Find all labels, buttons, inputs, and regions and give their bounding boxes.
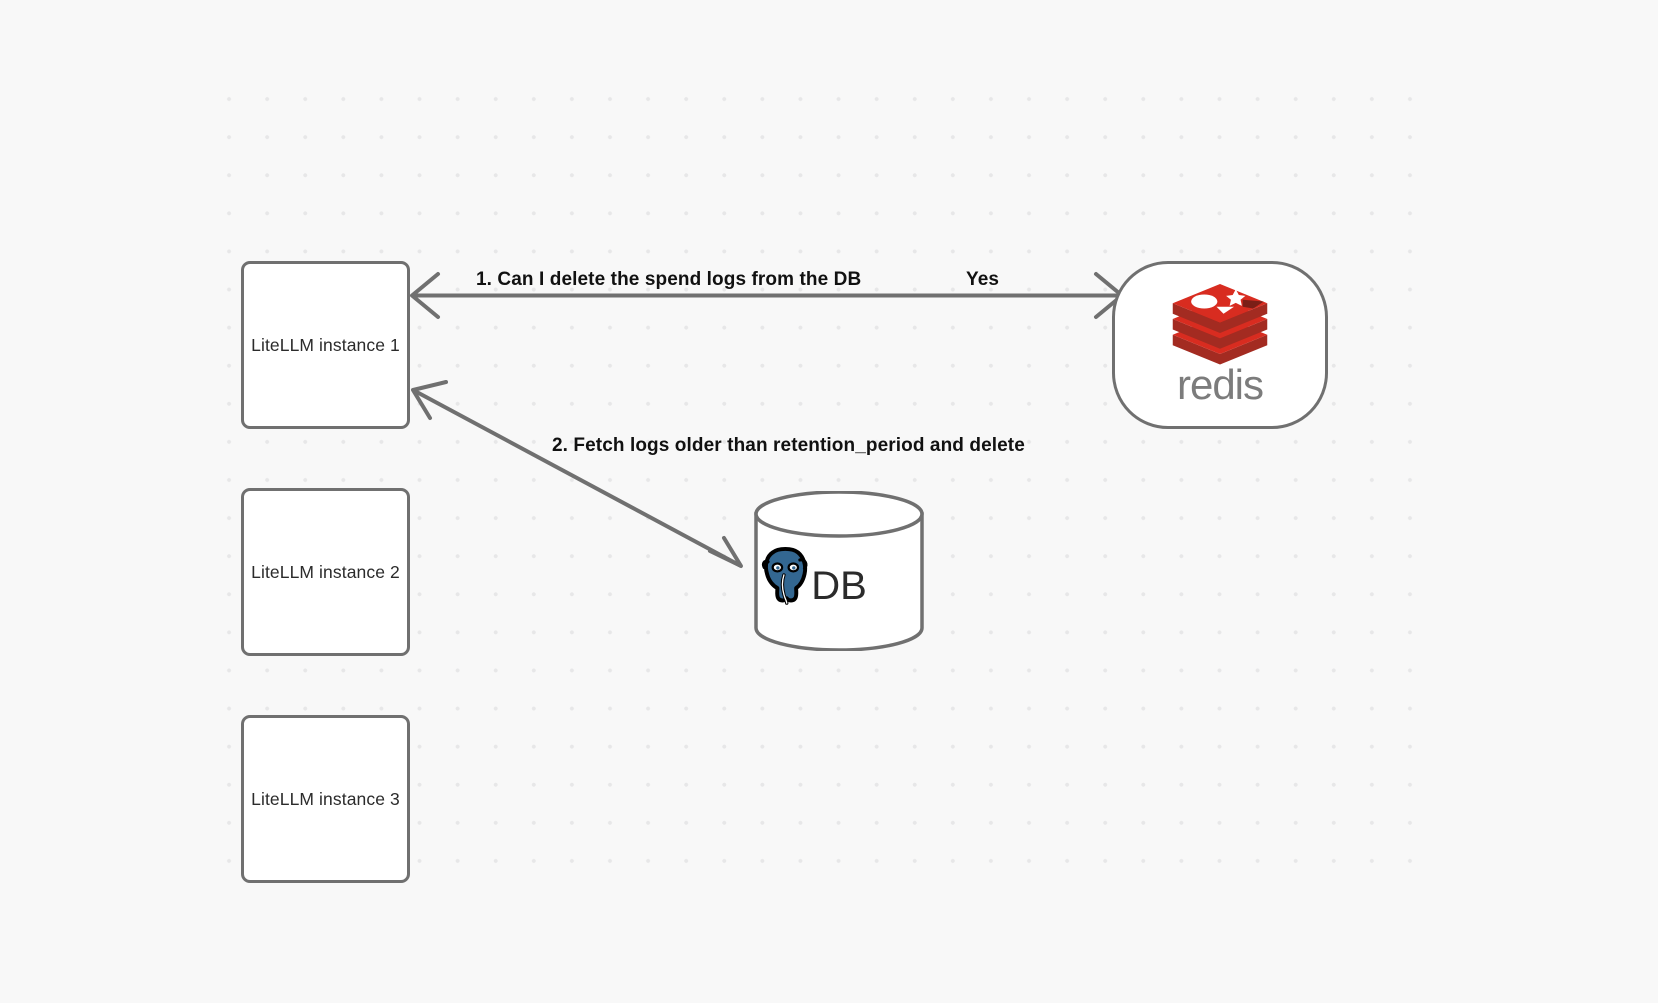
redis-logo-icon — [1172, 284, 1268, 365]
edge-label-step-1-reply: Yes — [966, 269, 1000, 290]
node-litellm-instance-2-label: LiteLLM instance 2 — [251, 561, 400, 582]
cylinder-shape — [754, 491, 924, 651]
node-database-cylinder[interactable]: DB — [753, 491, 925, 651]
edge-label-step-1: 1. Can I delete the spend logs from the … — [476, 269, 862, 290]
arrowhead-downright-icon — [708, 536, 743, 568]
node-redis[interactable]: redis — [1112, 261, 1328, 429]
db-logo-row: DB — [753, 543, 925, 629]
node-litellm-instance-2[interactable]: LiteLLM instance 2 — [241, 488, 410, 656]
node-litellm-instance-3[interactable]: LiteLLM instance 3 — [241, 715, 410, 883]
node-litellm-instance-1[interactable]: LiteLLM instance 1 — [241, 261, 410, 429]
db-label: DB — [811, 564, 867, 608]
arrowhead-left-icon — [410, 272, 440, 319]
edge-label-step-2: 2. Fetch logs older than retention_perio… — [552, 435, 1025, 456]
edge-litellm1-db — [411, 380, 743, 568]
postgresql-elephant-icon — [761, 546, 808, 605]
node-litellm-instance-3-label: LiteLLM instance 3 — [251, 788, 400, 809]
redis-wordmark-label: redis — [1176, 361, 1264, 408]
node-litellm-instance-1-label: LiteLLM instance 1 — [251, 334, 400, 355]
arrowhead-upleft-icon — [411, 380, 448, 420]
